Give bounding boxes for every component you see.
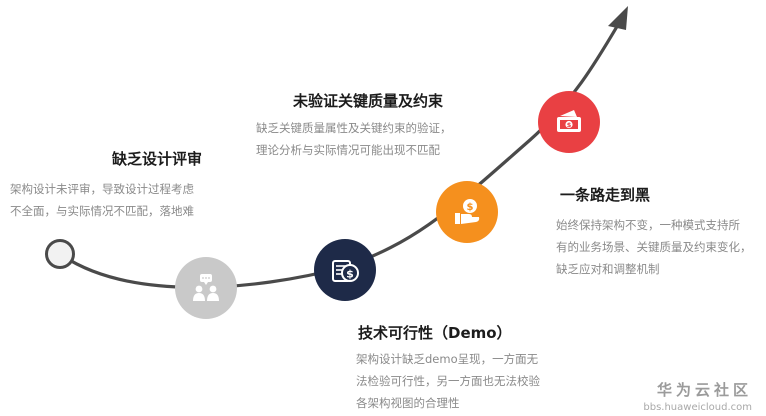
svg-text:$: $: [346, 268, 354, 281]
step-4-title: 一条路走到黑: [560, 186, 651, 204]
step-4-desc-line-1: 始终保持架构不变，一种模式支持所: [556, 218, 740, 232]
step-2-desc: 架构设计缺乏demo呈现，一方面无 法检验可行性，另一方面也无法校验 各架构视图…: [356, 348, 540, 414]
step-1-desc-line-1: 架构设计未评审，导致设计过程考虑: [10, 182, 194, 196]
step-1-node: [175, 257, 237, 319]
step-3-title: 未验证关键质量及约束: [293, 92, 444, 110]
step-2-desc-line-3: 各架构视图的合理性: [356, 396, 460, 410]
step-1-title: 缺乏设计评审: [112, 150, 203, 168]
svg-text:$: $: [467, 202, 474, 213]
step-3-desc-line-1: 缺乏关键质量属性及关键约束的验证，: [256, 121, 452, 135]
wallet-card-icon: $: [554, 107, 584, 137]
watermark-name: 华为云社区: [656, 381, 752, 399]
step-2-desc-line-2: 法检验可行性，另一方面也无法校验: [356, 374, 540, 388]
step-4-desc-line-2: 有的业务场景、关键质量及约束变化，: [556, 240, 752, 254]
step-2-title: 技术可行性（Demo）: [358, 324, 512, 342]
step-4-desc: 始终保持架构不变，一种模式支持所 有的业务场景、关键质量及约束变化， 缺乏应对和…: [556, 214, 752, 280]
step-1-desc-line-2: 不全面，与实际情况不匹配，落地难: [10, 204, 194, 218]
coins-icon: $: [330, 255, 360, 285]
step-3-node: $: [436, 181, 498, 243]
arrow-head-icon: [608, 6, 628, 30]
watermark-url: bbs.huaweicloud.com: [643, 402, 752, 413]
start-marker: [45, 239, 75, 269]
svg-text:$: $: [567, 121, 572, 129]
step-1-desc: 架构设计未评审，导致设计过程考虑 不全面，与实际情况不匹配，落地难: [10, 178, 194, 222]
people-chat-icon: [191, 273, 221, 303]
step-3-desc-line-2: 理论分析与实际情况可能出现不匹配: [256, 143, 440, 157]
step-4-node: $: [538, 91, 600, 153]
step-2-desc-line-1: 架构设计缺乏demo呈现，一方面无: [356, 352, 539, 366]
hand-coin-icon: $: [452, 197, 482, 227]
step-4-desc-line-3: 缺乏应对和调整机制: [556, 262, 660, 276]
step-2-node: $: [314, 239, 376, 301]
step-3-desc: 缺乏关键质量属性及关键约束的验证， 理论分析与实际情况可能出现不匹配: [256, 117, 452, 161]
